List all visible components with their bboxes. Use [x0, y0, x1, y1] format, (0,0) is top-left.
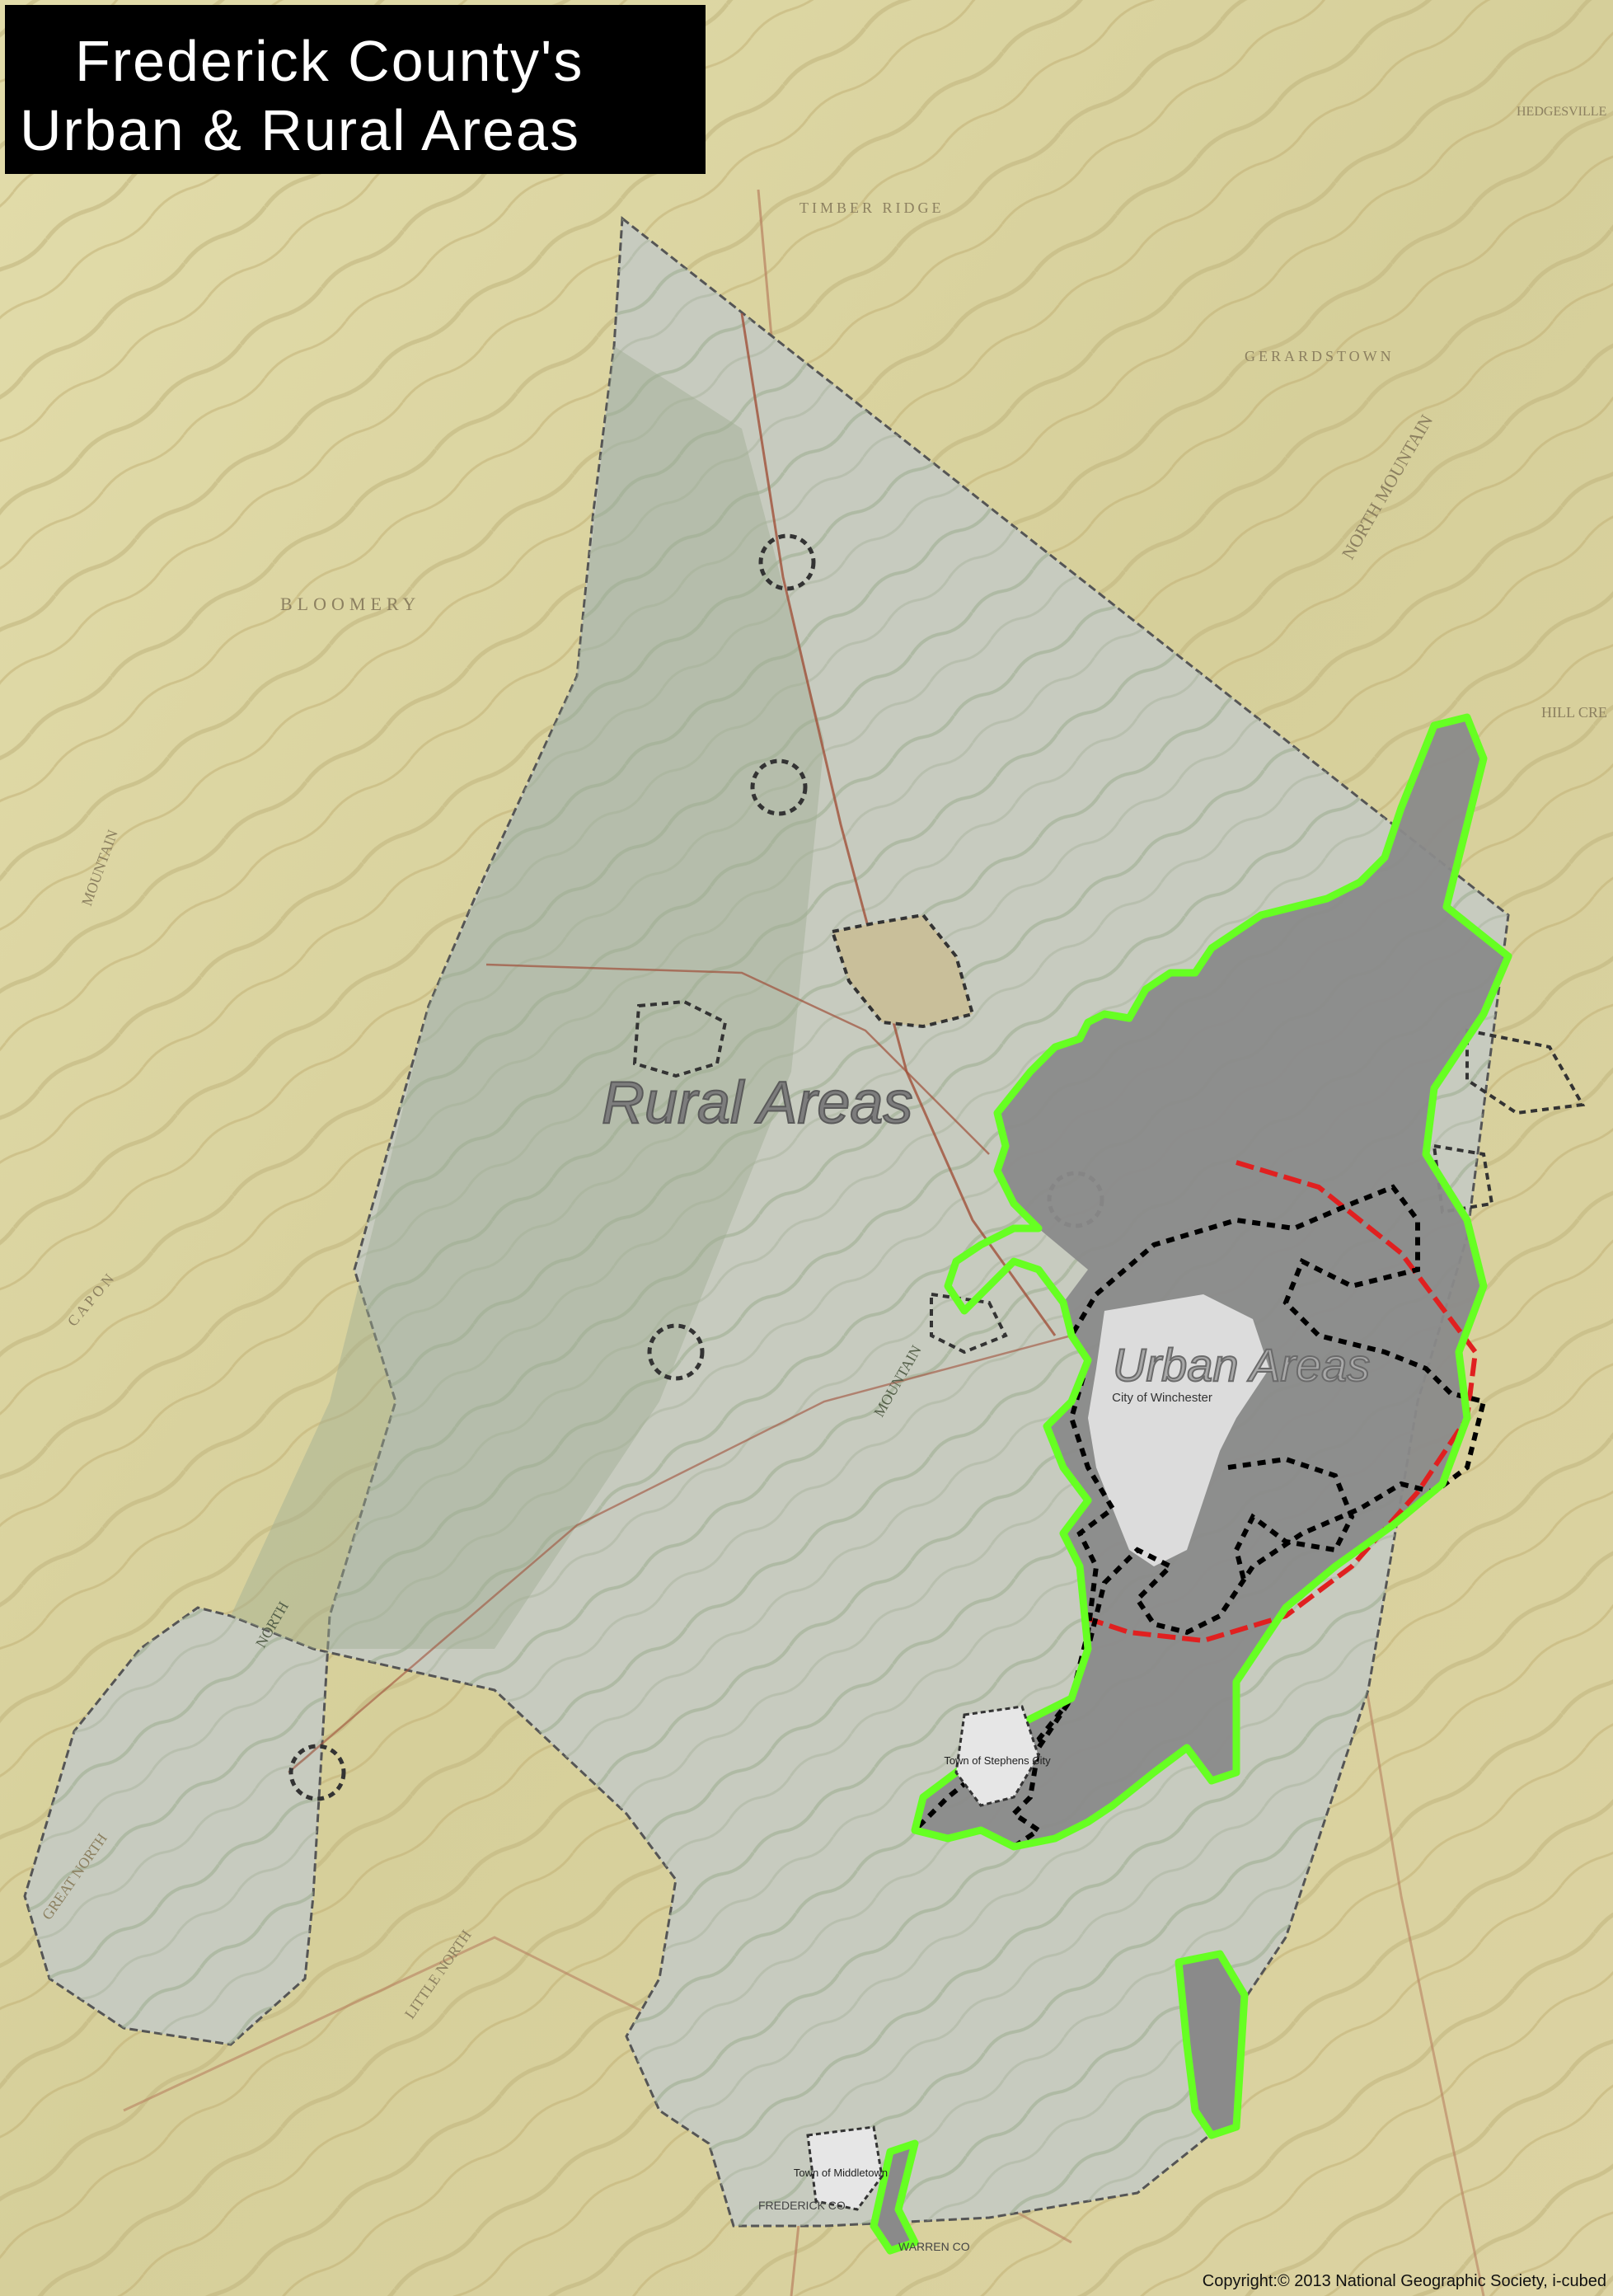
town-of-stephens-city [954, 1705, 1040, 1807]
sewer-water-service-area [1227, 1456, 1355, 1584]
urban-development-area-boundary [870, 2139, 919, 2255]
label-bloomery: BLOOMERY [280, 594, 420, 614]
label-town-of-middletown: Town of Middletown [794, 2167, 888, 2179]
label-hedgesville: HEDGESVILLE [1517, 105, 1606, 119]
urban-area [915, 717, 1508, 1847]
rural-community-center [830, 913, 975, 1029]
mountain-shading [231, 346, 824, 1649]
map-title-line1: Frederick County's [75, 29, 584, 93]
rural-community-center [632, 999, 728, 1078]
rural-areas-label: Rural Areas [602, 1070, 912, 1136]
label-warren-co: WARREN CO [898, 2240, 970, 2253]
rural-community-center [647, 1323, 705, 1381]
county-road [485, 963, 990, 1155]
bypass-road [1079, 1160, 1479, 1644]
town-of-middletown [806, 2125, 884, 2211]
map-title-box: Frederick County's Urban & Rural Areas [5, 5, 706, 174]
label-gerardstown: GERARDSTOWN [1245, 348, 1395, 364]
city-of-winchester-area [1088, 1294, 1269, 1566]
rural-community-center [288, 1744, 346, 1801]
label-city-of-winchester: City of Winchester [1112, 1391, 1212, 1405]
rural-community-center [930, 1292, 1008, 1355]
label-timber-ridge: TIMBER RIDGE [799, 200, 945, 216]
label-frederick-co: FREDERICK CO [758, 2199, 846, 2212]
rural-community-center [750, 758, 808, 816]
urban-development-area-boundary [1175, 1950, 1249, 2139]
sewer-water-service-area [910, 1184, 1487, 1850]
label-hill-creek: HILL CRE [1541, 704, 1607, 721]
rural-community-center [758, 533, 816, 591]
label-town-of-stephens-city: Town of Stephens City [944, 1754, 1051, 1767]
copyright-text: Copyright:© 2013 National Geographic Soc… [1202, 2272, 1606, 2290]
map-title-line2: Urban & Rural Areas [20, 98, 580, 162]
urban-development-area-boundary [911, 713, 1512, 1851]
county-road [288, 1334, 1072, 1773]
rural-community-center [1465, 1028, 1586, 1115]
urban-areas-label: Urban Areas [1113, 1339, 1370, 1391]
